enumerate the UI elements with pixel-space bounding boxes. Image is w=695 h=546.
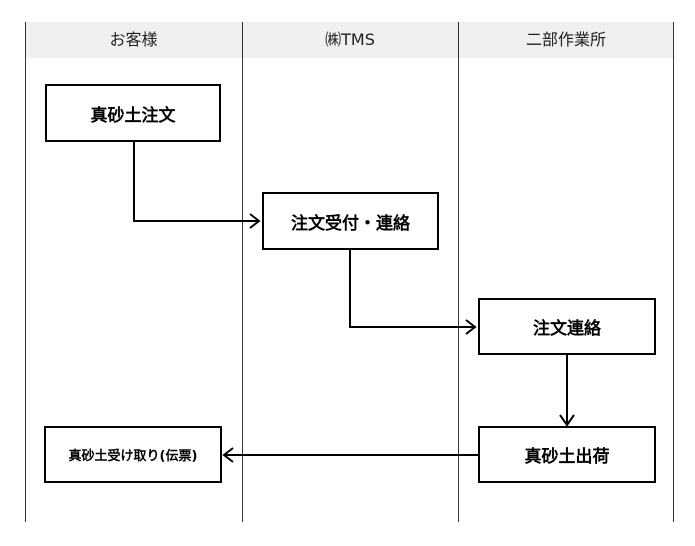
step-sand-shipment-label: 真砂土出荷 [524, 447, 610, 467]
lane-divider-1 [242, 22, 243, 522]
arrowhead-contact [465, 319, 477, 335]
arrowhead-receipt [222, 447, 234, 463]
lane-header-band [25, 22, 674, 58]
step-order-receive-contact: 注文受付・連絡 [262, 192, 439, 250]
lane-title-tms: ㈱TMS [325, 30, 375, 49]
connector-order-to-receive [133, 142, 258, 222]
step-order-receive-contact-label: 注文受付・連絡 [291, 213, 410, 234]
step-sand-shipment: 真砂土出荷 [478, 426, 656, 483]
lane-title-customer: お客様 [109, 30, 158, 49]
step-sand-receipt: 真砂土受け取り(伝票) [44, 426, 222, 483]
step-sand-receipt-label: 真砂土受け取り(伝票) [68, 449, 198, 464]
lane-divider-left [25, 22, 26, 522]
step-order-sand-label: 真砂土注文 [90, 105, 176, 126]
step-order-contact: 注文連絡 [478, 298, 656, 355]
lane-divider-right [673, 22, 674, 522]
step-order-contact-label: 注文連絡 [533, 319, 601, 339]
lane-title-workshop: 二部作業所 [525, 30, 606, 49]
step-order-sand: 真砂土注文 [45, 84, 221, 142]
lane-divider-2 [458, 22, 459, 522]
connector-receive-to-contact [349, 249, 474, 328]
arrowhead-receive [249, 213, 261, 229]
arrowhead-shipment [559, 414, 575, 427]
